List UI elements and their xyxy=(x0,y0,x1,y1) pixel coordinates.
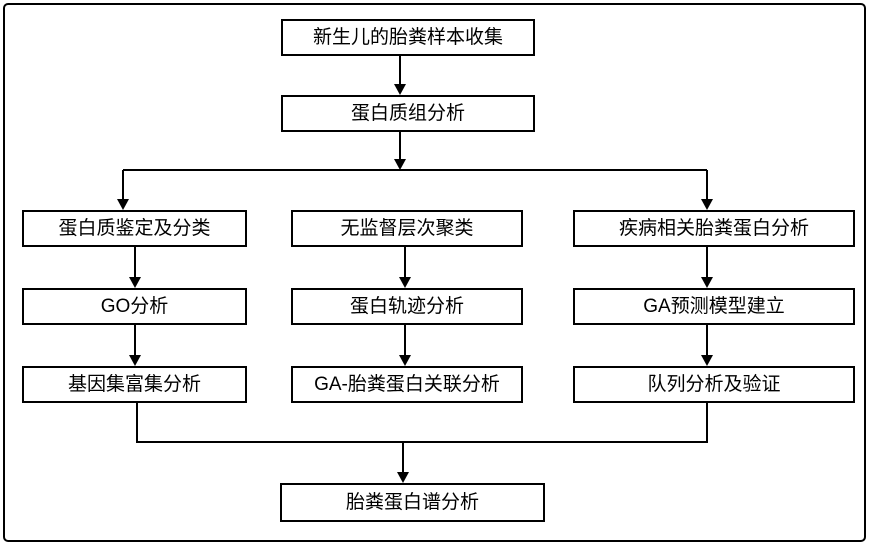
connector-arrowhead xyxy=(701,277,713,288)
node-ga-meconium-association: GA-胎粪蛋白关联分析 xyxy=(291,366,523,403)
connector-arrowhead xyxy=(701,355,713,366)
node-ga-prediction-model: GA预测模型建立 xyxy=(573,288,855,325)
node-label: GO分析 xyxy=(100,296,169,317)
node-label: 基因集富集分析 xyxy=(67,374,201,395)
node-protein-trajectory: 蛋白轨迹分析 xyxy=(291,288,523,325)
node-protein-identification: 蛋白质鉴定及分类 xyxy=(22,210,247,247)
node-proteome-analysis: 蛋白质组分析 xyxy=(281,95,535,132)
connector-arrowhead xyxy=(394,84,406,95)
node-label: 无监督层次聚类 xyxy=(340,218,474,239)
node-label: GA预测模型建立 xyxy=(643,296,785,317)
node-sample-collection: 新生儿的胎粪样本收集 xyxy=(281,19,535,56)
node-go-analysis: GO分析 xyxy=(22,288,247,325)
node-label: 蛋白质组分析 xyxy=(350,103,465,124)
node-label: 疾病相关胎粪蛋白分析 xyxy=(618,218,809,239)
node-label: 蛋白质鉴定及分类 xyxy=(58,218,211,239)
connector-arrowhead xyxy=(129,277,141,288)
connector-arrowhead xyxy=(117,199,129,210)
node-disease-related-protein: 疾病相关胎粪蛋白分析 xyxy=(573,210,855,247)
node-cohort-validation: 队列分析及验证 xyxy=(573,366,855,403)
connector-arrowhead xyxy=(397,472,409,483)
connector-arrowhead xyxy=(394,159,406,170)
node-label: 新生儿的胎粪样本收集 xyxy=(312,27,503,48)
node-label: GA-胎粪蛋白关联分析 xyxy=(314,374,500,395)
connector-arrowhead xyxy=(129,355,141,366)
connector-arrowhead xyxy=(701,199,713,210)
node-label: 蛋白轨迹分析 xyxy=(349,296,464,317)
connector-arrowhead xyxy=(399,277,411,288)
node-gene-set-enrichment: 基因集富集分析 xyxy=(22,366,247,403)
node-unsupervised-clustering: 无监督层次聚类 xyxy=(291,210,523,247)
node-meconium-profile: 胎粪蛋白谱分析 xyxy=(280,483,545,522)
node-label: 胎粪蛋白谱分析 xyxy=(345,492,479,513)
connector-arrowhead xyxy=(399,355,411,366)
node-label: 队列分析及验证 xyxy=(647,374,781,395)
